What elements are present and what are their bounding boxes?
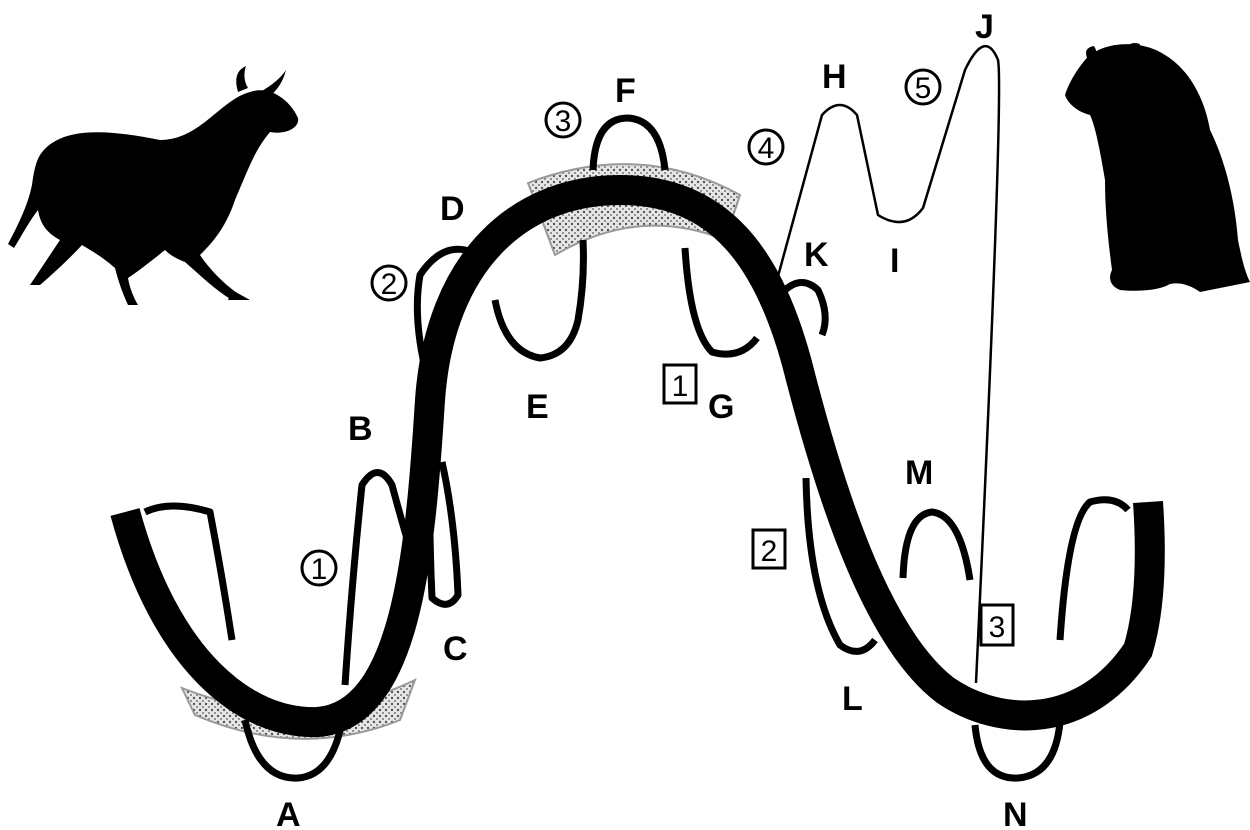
circled-wave-5: 5 <box>906 70 940 105</box>
label-e: E <box>526 388 549 426</box>
loop-m <box>903 512 970 580</box>
label-i: I <box>890 242 899 280</box>
label-k: K <box>804 236 829 274</box>
label-b: B <box>348 410 373 448</box>
label-d: D <box>440 190 465 228</box>
svg-text:3: 3 <box>555 105 572 138</box>
label-m: M <box>905 454 933 492</box>
loop-f <box>593 118 665 170</box>
circled-wave-1: 1 <box>302 551 336 586</box>
svg-text:1: 1 <box>311 553 328 586</box>
boxed-wave-2: 2 <box>753 530 785 568</box>
label-h: H <box>822 58 847 96</box>
circled-wave-3: 3 <box>546 103 580 138</box>
label-a: A <box>276 796 301 830</box>
label-g: G <box>708 388 734 426</box>
svg-text:2: 2 <box>381 268 398 301</box>
bear-icon <box>1065 43 1250 292</box>
bull-icon <box>8 66 298 305</box>
circled-wave-4: 4 <box>749 130 783 165</box>
circled-wave-2: 2 <box>372 266 406 301</box>
loop-n <box>975 722 1060 778</box>
boxed-wave-1: 1 <box>664 365 696 403</box>
svg-text:5: 5 <box>915 72 932 105</box>
label-f: F <box>615 72 636 110</box>
svg-text:1: 1 <box>672 370 689 403</box>
label-n: N <box>1003 796 1028 830</box>
label-l: L <box>842 680 863 718</box>
loop-e <box>495 240 583 358</box>
svg-text:2: 2 <box>761 535 778 568</box>
svg-text:4: 4 <box>758 132 775 165</box>
boxed-wave-3: 3 <box>981 605 1013 645</box>
label-j: J <box>975 8 994 46</box>
loop-right <box>1060 500 1128 640</box>
label-c: C <box>443 630 468 668</box>
svg-text:3: 3 <box>989 611 1006 644</box>
